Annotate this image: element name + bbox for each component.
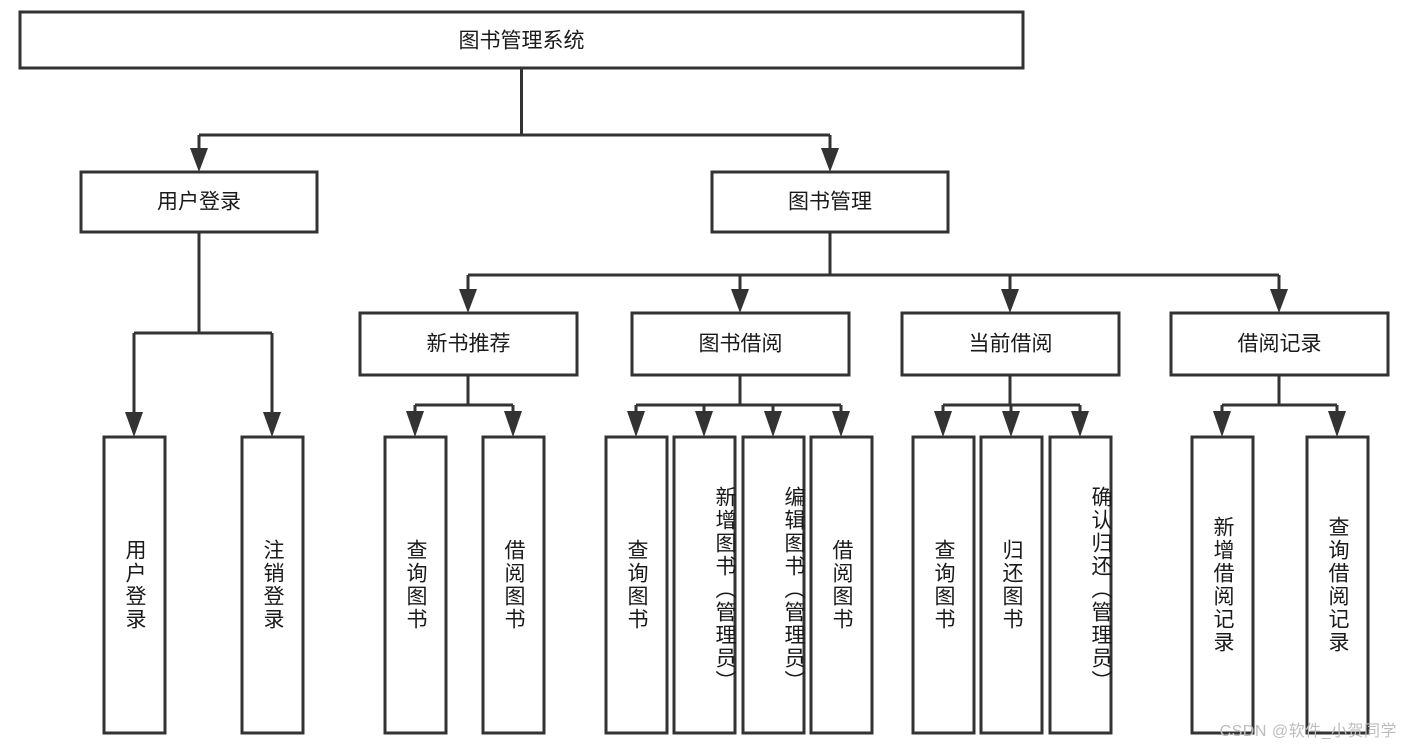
- arrow-head-leaf-query-book-1: [406, 411, 424, 437]
- arrow-head-user-login: [190, 148, 208, 172]
- arrow-head-book-manage: [821, 148, 839, 172]
- node-new-book-recommend[interactable]: 新书推荐: [358, 311, 579, 377]
- node-leaf-query-book-1-box[interactable]: [383, 435, 448, 735]
- arrow-head-borrow-record: [1270, 289, 1288, 313]
- node-book-manage-box[interactable]: [710, 170, 950, 234]
- node-leaf-add-record-box[interactable]: [1190, 435, 1255, 735]
- node-leaf-borrow-book-2-box[interactable]: [809, 435, 874, 735]
- arrow-head-leaf-query-book-2: [627, 411, 645, 437]
- node-current-borrow[interactable]: 当前借阅: [900, 311, 1121, 377]
- node-leaf-edit-book-box[interactable]: [741, 435, 806, 735]
- arrow-head-leaf-query-book-3: [934, 411, 952, 437]
- arrow-head-leaf-borrow-book-2: [832, 411, 850, 437]
- node-leaf-add-book-box[interactable]: [672, 435, 737, 735]
- node-user-login-label: 用户登录: [157, 191, 241, 214]
- node-borrow-record[interactable]: 借阅记录: [1169, 311, 1390, 377]
- node-leaf-user-login-box[interactable]: [102, 435, 167, 735]
- node-book-manage-label: 图书管理: [788, 191, 872, 214]
- leaf-box-layer: [102, 435, 1370, 735]
- arrow-head-leaf-add-book: [695, 411, 713, 437]
- node-root[interactable]: 图书管理系统: [18, 10, 1025, 70]
- node-user-login[interactable]: 用户登录: [79, 170, 319, 234]
- node-book-borrow-box[interactable]: [630, 311, 851, 377]
- node-book-manage[interactable]: 图书管理: [710, 170, 950, 234]
- node-leaf-user-logout-box[interactable]: [240, 435, 305, 735]
- node-leaf-query-book-3-box[interactable]: [911, 435, 976, 735]
- node-leaf-query-record-box[interactable]: [1305, 435, 1370, 735]
- arrow-head-book-borrow: [731, 289, 749, 313]
- node-root-box[interactable]: [18, 10, 1025, 70]
- watermark-text: CSDN @软件_小贺同学: [1219, 723, 1397, 740]
- arrow-head-new-book-recommend: [459, 289, 477, 313]
- arrow-head-leaf-user-logout: [263, 412, 281, 437]
- node-leaf-return-book-box[interactable]: [979, 435, 1044, 735]
- node-leaf-query-book-2-box[interactable]: [604, 435, 669, 735]
- arrow-head-leaf-edit-book: [764, 411, 782, 437]
- node-root-label: 图书管理系统: [459, 30, 585, 53]
- arrow-head-leaf-confirm-return: [1071, 411, 1089, 437]
- arrow-head-leaf-query-record: [1328, 411, 1346, 437]
- node-new-book-recommend-label: 新书推荐: [427, 333, 511, 356]
- node-user-login-box[interactable]: [79, 170, 319, 234]
- arrow-head-leaf-return-book: [1002, 411, 1020, 437]
- node-leaf-confirm-return-box[interactable]: [1048, 435, 1113, 735]
- node-new-book-recommend-box[interactable]: [358, 311, 579, 377]
- arrow-head-leaf-add-record: [1213, 411, 1231, 437]
- node-borrow-record-box[interactable]: [1169, 311, 1390, 377]
- node-book-borrow[interactable]: 图书借阅: [630, 311, 851, 377]
- node-current-borrow-box[interactable]: [900, 311, 1121, 377]
- arrow-head-leaf-borrow-book-1: [504, 411, 522, 437]
- node-leaf-borrow-book-1-box[interactable]: [481, 435, 546, 735]
- connector-layer: [125, 68, 1346, 437]
- node-current-borrow-label: 当前借阅: [969, 333, 1053, 356]
- node-borrow-record-label: 借阅记录: [1238, 333, 1322, 356]
- node-book-borrow-label: 图书借阅: [699, 333, 783, 356]
- arrow-head-current-borrow: [1001, 289, 1019, 313]
- arrow-head-leaf-user-login: [125, 412, 143, 437]
